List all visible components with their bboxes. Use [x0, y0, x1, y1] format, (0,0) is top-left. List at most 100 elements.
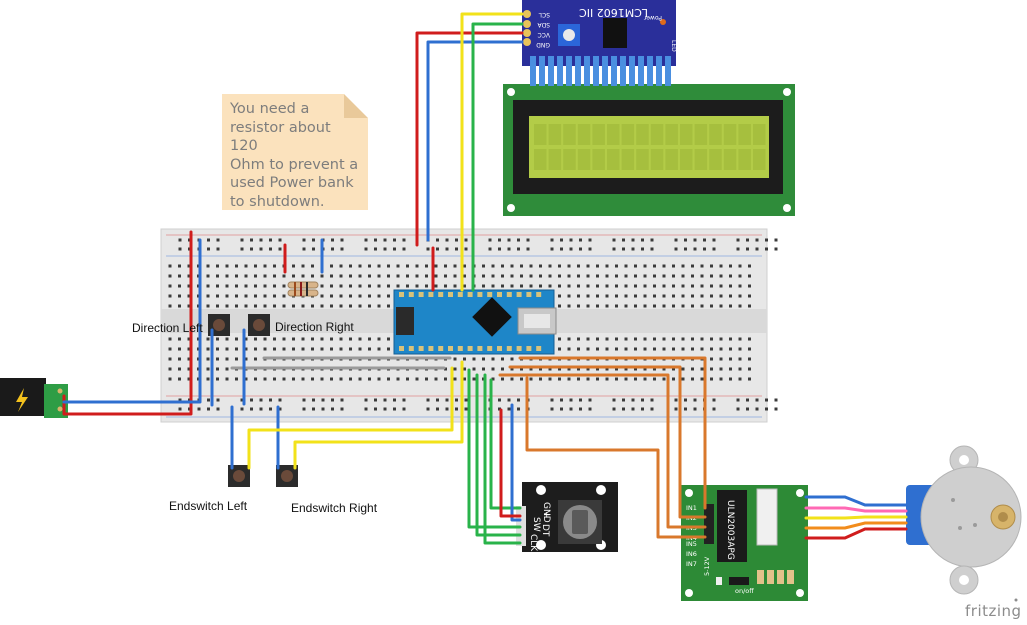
arduino-pin — [497, 292, 502, 297]
lcd-cell — [621, 124, 635, 145]
breadboard-hole — [586, 304, 590, 308]
breadboard-hole — [273, 377, 276, 381]
breadboard-hole — [681, 337, 685, 341]
i2c-pin — [539, 56, 545, 86]
breadboard-hole — [482, 274, 485, 278]
breadboard-hole — [206, 357, 210, 361]
breadboard-hole — [377, 264, 381, 268]
arduino-pin — [408, 292, 414, 297]
breadboard-hole — [510, 284, 514, 288]
lcd-cell — [738, 149, 751, 170]
breadboard-hole — [216, 377, 219, 381]
breadboard-hole — [339, 337, 343, 341]
breadboard-hole — [406, 284, 409, 288]
rail-hole — [383, 238, 387, 242]
rail-hole — [526, 247, 530, 251]
driver-led — [777, 570, 784, 584]
rail-hole — [278, 398, 282, 402]
breadboard-hole — [719, 294, 723, 298]
breadboard-hole — [662, 264, 666, 268]
breadboard-hole — [301, 337, 305, 341]
breadboard-hole — [710, 294, 713, 298]
breadboard-hole — [729, 294, 732, 298]
breadboard-hole — [482, 367, 485, 371]
arduino-pin — [506, 346, 512, 351]
breadboard-hole — [567, 347, 571, 351]
rail-hole — [560, 407, 563, 411]
breadboard-hole — [662, 274, 666, 278]
button-endswitch-right[interactable] — [276, 465, 298, 487]
rail-hole — [517, 247, 520, 251]
breadboard-hole — [463, 284, 466, 288]
breadboard-hole — [634, 274, 637, 278]
rail-hole — [774, 407, 778, 411]
arduino-pin — [448, 292, 453, 297]
breadboard-hole — [691, 284, 694, 288]
breadboard-hole — [520, 274, 523, 278]
lcm-power-label: Power — [643, 14, 662, 21]
lcd-cell — [607, 124, 620, 145]
breadboard-hole — [662, 347, 666, 351]
breadboard-hole — [301, 274, 305, 278]
rail-hole — [560, 238, 563, 242]
breadboard-hole — [301, 377, 305, 381]
breadboard-hole — [292, 274, 295, 278]
breadboard-hole — [729, 284, 732, 288]
label-endswitch-right: Endswitch Right — [291, 501, 378, 515]
rail-hole — [712, 247, 716, 251]
rail-hole — [464, 247, 468, 251]
power-jack — [0, 378, 68, 418]
rail-hole — [693, 407, 697, 411]
rail-hole — [746, 238, 749, 242]
breadboard-hole — [729, 357, 732, 361]
breadboard-hole — [529, 264, 533, 268]
breadboard-hole — [358, 274, 362, 278]
rail-hole — [216, 407, 220, 411]
rail-hole — [278, 247, 282, 251]
breadboard-hole — [662, 284, 666, 288]
driver-in6: IN6 — [686, 550, 697, 558]
breadboard-hole — [206, 304, 210, 308]
breadboard-hole — [491, 284, 495, 288]
breadboard-hole — [292, 264, 295, 268]
breadboard-hole — [349, 274, 352, 278]
arduino-pin — [526, 346, 532, 351]
rail-hole — [259, 398, 263, 402]
breadboard-hole — [501, 274, 504, 278]
lcm-pin-sda: SDA — [537, 21, 550, 28]
breadboard-hole — [292, 377, 295, 381]
breadboard-hole — [691, 264, 694, 268]
wires — [62, 12, 707, 545]
rail-hole — [498, 398, 501, 402]
breadboard-hole — [653, 347, 656, 351]
rail-hole — [383, 398, 387, 402]
breadboard-hole — [634, 337, 637, 341]
breadboard-hole — [738, 294, 742, 298]
breadboard-hole — [520, 377, 523, 381]
lcd-cell — [548, 124, 562, 145]
i2c-pin — [647, 56, 653, 86]
rail-hole — [269, 238, 272, 242]
breadboard-hole — [235, 264, 238, 268]
breadboard-hole — [292, 347, 295, 351]
breadboard-hole — [653, 337, 656, 341]
rail-hole — [426, 247, 430, 251]
breadboard-hole — [463, 367, 466, 371]
rail-hole — [364, 247, 368, 251]
breadboard-hole — [482, 284, 485, 288]
breadboard-hole — [548, 264, 552, 268]
rail-hole — [207, 238, 210, 242]
rail-hole — [684, 238, 687, 242]
encoder-pin-dt: DT — [540, 524, 550, 537]
breadboard-hole — [168, 304, 172, 308]
breadboard-hole — [216, 367, 219, 371]
rail-hole — [693, 238, 697, 242]
button-direction-right[interactable] — [248, 314, 270, 336]
breadboard-hole — [244, 284, 248, 288]
breadboard-hole — [244, 304, 248, 308]
rail-hole — [178, 398, 182, 402]
button-endswitch-left[interactable] — [228, 465, 250, 487]
arduino-pin — [516, 292, 522, 297]
breadboard-hole — [330, 304, 333, 308]
breadboard-hole — [586, 264, 590, 268]
